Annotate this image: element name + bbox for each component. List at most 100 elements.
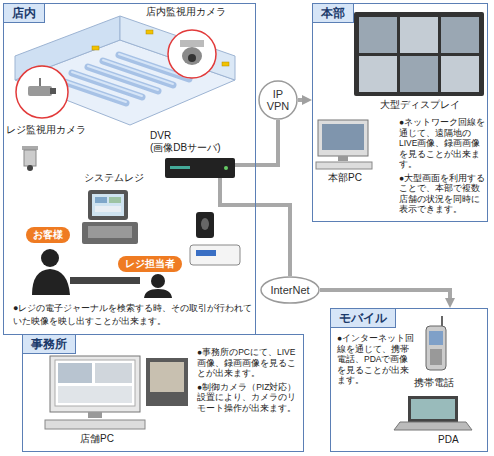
dome-camera-callout	[182, 47, 202, 65]
store-pc	[50, 356, 140, 412]
card-terminal	[190, 245, 240, 265]
ceiling-camera	[24, 150, 36, 166]
network-label: IP VPN	[263, 88, 293, 112]
dome-camera-callout	[188, 54, 196, 62]
role-tag: レジ担当者	[118, 256, 182, 272]
text-column: ●ネットワーク回線を通じて、遠隔地のLIVE画像、録画画像を見ることが出来ます。…	[399, 117, 487, 218]
pda-laptop	[394, 396, 472, 430]
pos-register	[88, 190, 128, 220]
hq-pc	[316, 162, 372, 169]
fingerprint-reader	[196, 212, 214, 238]
register-camera-callout	[16, 66, 68, 118]
region-heading: モバイル	[331, 309, 396, 328]
large-display	[359, 56, 397, 92]
pda-laptop	[408, 396, 458, 422]
store-shelf	[88, 66, 158, 90]
store-shelf	[72, 72, 142, 96]
large-display	[359, 17, 397, 53]
note-text: ●制御カメラ（PIZ対応）設置により、カメラのリモート操作が出来ます。	[197, 382, 303, 414]
network-connector	[298, 98, 302, 102]
part-label: 携帯電話	[414, 377, 454, 389]
pos-register	[88, 226, 132, 238]
store-pc	[58, 386, 132, 403]
dome-camera-callout	[168, 30, 216, 78]
people-silhouette	[144, 289, 172, 298]
part-label: システムレジ	[84, 172, 144, 184]
pos-register	[95, 206, 121, 212]
large-display	[354, 12, 484, 96]
network-outline	[261, 277, 319, 303]
register-camera-callout	[39, 78, 41, 86]
dvr-network-wire	[220, 178, 256, 205]
dome-camera-callout	[168, 30, 216, 78]
store-pc	[150, 362, 184, 392]
ceiling-camera	[22, 146, 38, 150]
pda-laptop	[394, 422, 472, 430]
store-pc	[45, 356, 188, 429]
people-silhouette	[70, 277, 140, 284]
pos-register	[109, 197, 121, 203]
dvr-network-wire	[220, 165, 256, 205]
region-heading: 事務所	[23, 335, 76, 354]
store-shelf	[103, 60, 173, 84]
large-display	[441, 17, 479, 53]
part-label: レジ監視用カメラ	[6, 124, 86, 136]
fingerprint-reader	[196, 212, 214, 238]
pos-register	[95, 197, 107, 203]
mobile-phone	[426, 326, 446, 370]
ceiling-camera	[27, 165, 33, 171]
dvr-unit	[170, 166, 190, 169]
dvr-unit	[165, 158, 235, 178]
part-label: DVR (画像DBサーバ)	[150, 130, 234, 154]
mobile-region: モバイル ●インターネット回線を通じて、携帯電話、PDAで画像を見ることが出来ます…	[330, 308, 488, 452]
store-pc	[95, 363, 132, 383]
pda-laptop	[411, 399, 455, 419]
people-silhouette	[32, 269, 70, 295]
card-terminal	[196, 250, 216, 256]
people-silhouette	[151, 274, 165, 288]
register-camera-callout	[50, 88, 56, 94]
network-circle: IP VPN	[258, 80, 298, 120]
wall-camera	[92, 46, 99, 50]
region-heading: 本部	[313, 4, 354, 23]
register-camera-callout	[16, 66, 68, 118]
dvr-network-wire	[235, 163, 256, 167]
store-pc	[58, 363, 92, 383]
note-text: ●事務所のPCにて、LIVE画像、録画画像を見ることが出来ます。	[197, 347, 303, 379]
store-pc	[88, 412, 102, 418]
role-tag: お客様	[26, 227, 70, 243]
part-label: 大型ディスプレイ	[380, 99, 460, 111]
wall-camera	[222, 62, 229, 66]
large-display	[441, 56, 479, 92]
large-display	[354, 12, 484, 96]
note-text: ●大型画面を利用することで、本部で複数店舗の状況を同時に表示できます。	[399, 173, 487, 215]
pos-register	[82, 222, 138, 244]
network-connector	[256, 205, 290, 276]
store-pc	[146, 358, 188, 406]
hq-pc	[322, 124, 364, 150]
fingerprint-reader	[201, 218, 209, 230]
network-outline	[259, 81, 297, 119]
note-text: ●ネットワーク回線を通じて、遠隔地のLIVE画像、録画画像を見ることが出来ます。	[399, 117, 487, 170]
dvr-unit	[165, 158, 235, 178]
large-display	[400, 17, 438, 53]
pos-register	[92, 194, 124, 216]
store-floor	[15, 16, 235, 125]
part-label: PDA	[438, 434, 459, 446]
card-terminal	[190, 245, 240, 265]
large-display	[400, 56, 438, 92]
part-label: 店舗PC	[80, 433, 114, 445]
note-text: ●インターネット回線を通じて、携帯電話、PDAで画像を見ることが出来ます。	[337, 333, 415, 386]
mobile-phone	[426, 316, 446, 370]
network-connector	[320, 290, 450, 298]
hq-pc	[316, 120, 372, 169]
people-silhouette	[41, 249, 59, 267]
text-column: ●インターネット回線を通じて、携帯電話、PDAで画像を見ることが出来ます。	[337, 333, 415, 389]
pos-register	[82, 190, 138, 244]
role-label: レジ担当者	[125, 257, 175, 271]
hq-pc	[338, 156, 348, 161]
text-column: ●事務所のPCにて、LIVE画像、録画画像を見ることが出来ます。●制御カメラ（P…	[197, 347, 303, 416]
ceiling-camera	[22, 146, 38, 171]
region-heading: 店内	[4, 4, 45, 23]
register-camera-callout	[28, 86, 52, 96]
